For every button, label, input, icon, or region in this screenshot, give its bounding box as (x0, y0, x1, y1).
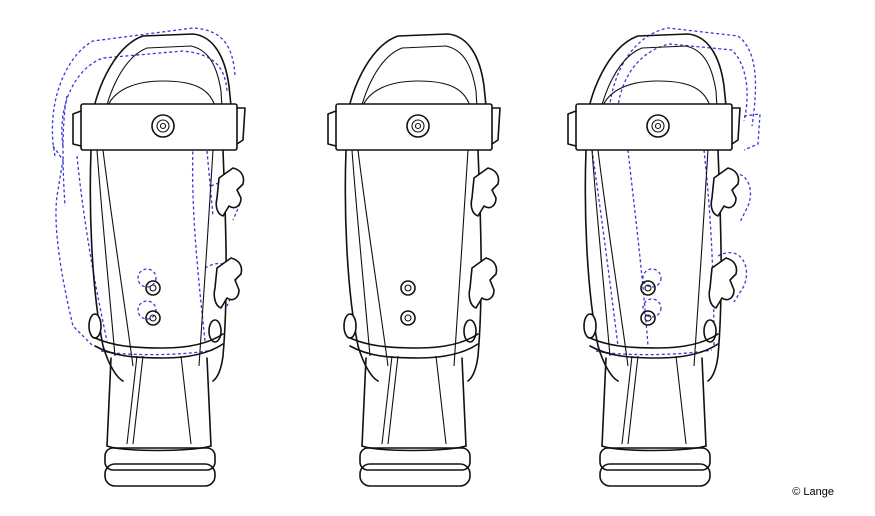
boot-view-left (51, 27, 246, 487)
boot-view-center (327, 33, 501, 487)
boot-view-right (567, 27, 761, 487)
copyright-credit: © Lange (792, 486, 834, 498)
